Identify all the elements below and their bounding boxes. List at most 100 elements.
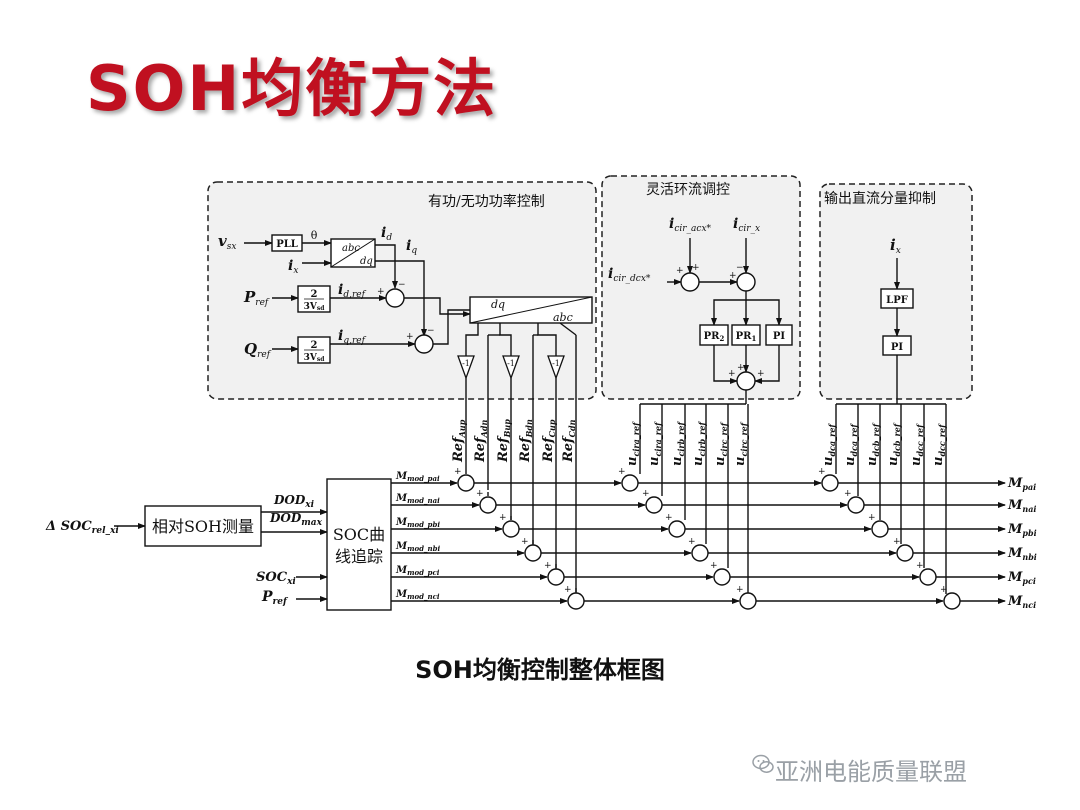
dod-max-label: DODmax bbox=[269, 511, 323, 528]
ucir-label-0: ucira_ref bbox=[625, 421, 641, 466]
watermark: 亚洲电能质量联盟 bbox=[775, 758, 967, 786]
sum-junction-ref-5 bbox=[567, 592, 585, 610]
svg-text:+: + bbox=[476, 489, 484, 499]
soc-xi-label: SOCxi bbox=[256, 570, 296, 587]
svg-text:PR2: PR2 bbox=[704, 331, 725, 343]
mod-label-5: Mmod_nci bbox=[395, 589, 440, 601]
svg-text:θ: θ bbox=[311, 229, 318, 242]
udc-label-5: udcc_ref bbox=[931, 423, 947, 466]
sum-junction-dc-5 bbox=[943, 592, 961, 610]
output-label-2: Mpbi bbox=[1007, 522, 1037, 538]
neg-gain-b bbox=[502, 355, 520, 380]
mod-label-3: Mmod_nbi bbox=[395, 541, 441, 553]
svg-text:−: − bbox=[398, 280, 406, 290]
ucir-label-group: ucira_refucira_refucirb_refucirb_refucir… bbox=[625, 421, 749, 466]
svg-text:+: + bbox=[757, 369, 765, 379]
svg-text:+: + bbox=[729, 271, 737, 281]
sum-junction-dc-3 bbox=[896, 544, 914, 562]
ref-label-0: RefAup bbox=[451, 419, 467, 463]
id-label: id bbox=[381, 225, 392, 243]
sum-junction-ref-1 bbox=[479, 496, 497, 514]
figure-caption: SOH均衡控制整体框图 bbox=[415, 656, 665, 684]
sum-junction-dc-1 bbox=[847, 496, 865, 514]
svg-text:+: + bbox=[844, 489, 852, 499]
sum-junction-ref-0 bbox=[457, 474, 475, 492]
udc-label-0: udca_ref bbox=[821, 423, 837, 466]
sum-junction-dc-2 bbox=[871, 520, 889, 538]
sum-junction-ref-3 bbox=[524, 544, 542, 562]
svg-text:+: + bbox=[737, 363, 745, 373]
svg-text:+: + bbox=[676, 266, 684, 276]
ref-lines bbox=[465, 322, 577, 594]
svg-text:PI: PI bbox=[773, 331, 786, 342]
output-label-0: Mpai bbox=[1007, 476, 1036, 492]
svg-text:+: + bbox=[728, 369, 736, 379]
svg-text:线追踪: 线追踪 bbox=[335, 547, 383, 566]
ucir-label-4: ucirc_ref bbox=[713, 421, 729, 466]
output-label-5: Mnci bbox=[1007, 594, 1036, 610]
ucir-label-5: ucirc_ref bbox=[733, 421, 749, 466]
pref-label: Pref bbox=[243, 288, 270, 308]
svg-text:+: + bbox=[521, 537, 529, 547]
ucir-label-2: ucirb_ref bbox=[670, 421, 686, 466]
sum-junction-dc-4 bbox=[919, 568, 937, 586]
svg-text:-1: -1 bbox=[552, 359, 560, 368]
svg-text:相对SOH测量: 相对SOH测量 bbox=[152, 517, 254, 536]
udc-label-1: udca_ref bbox=[843, 423, 859, 466]
neg-gain-a bbox=[457, 355, 475, 380]
svg-text:+: + bbox=[665, 513, 673, 523]
sum-junction-cir-1 bbox=[645, 496, 663, 514]
svg-text:+: + bbox=[692, 263, 700, 273]
dsoc-label: Δ SOCrel_xi bbox=[45, 519, 119, 536]
svg-text:abc: abc bbox=[553, 311, 573, 324]
svg-text:+: + bbox=[564, 585, 572, 595]
soc-tracking-block bbox=[326, 478, 392, 611]
svg-text:+: + bbox=[940, 585, 948, 595]
udc-lines bbox=[835, 355, 947, 594]
mod-row-1: Mmod_nai+++Mnai bbox=[391, 489, 1036, 514]
icir-x-label: icir_x bbox=[733, 216, 760, 234]
ref-label-1: RefAdn bbox=[473, 420, 489, 463]
ucir-lines bbox=[639, 390, 749, 594]
svg-text:+: + bbox=[406, 332, 414, 342]
sum-junction-cir-5 bbox=[739, 592, 757, 610]
gain-block-q bbox=[297, 336, 331, 364]
slide-title: SOH均衡方法 bbox=[86, 52, 498, 125]
ref-label-2: RefBup bbox=[496, 419, 512, 463]
udc-label-4: udcc_ref bbox=[909, 423, 925, 466]
sum-junction-cir-0 bbox=[621, 474, 639, 492]
sum-junction-q bbox=[414, 334, 434, 354]
sum-junction-ref-2 bbox=[502, 520, 520, 538]
svg-text:SOC曲: SOC曲 bbox=[333, 525, 385, 544]
svg-text:+: + bbox=[868, 513, 876, 523]
qref-label: Qref bbox=[244, 340, 272, 360]
mod-row-5: Mmod_nci + + + Mnci bbox=[391, 585, 1036, 610]
svg-text:+: + bbox=[377, 287, 385, 297]
svg-text:+: + bbox=[736, 585, 744, 595]
ref-label-5: RefCdn bbox=[561, 419, 577, 463]
iqref-label: iq,ref bbox=[338, 328, 367, 346]
output-label-4: Mpci bbox=[1007, 570, 1036, 586]
icir-dcx-label: icir_dcx* bbox=[608, 266, 651, 284]
mod-row-2: Mmod_pbi+++Mpbi bbox=[391, 513, 1037, 538]
pref-bottom-label: Pref bbox=[261, 589, 289, 607]
dod-xi-label: DODxi bbox=[273, 493, 315, 510]
sum-junction-cir-2 bbox=[668, 520, 686, 538]
section-dc-label: 输出直流分量抑制 bbox=[824, 190, 936, 207]
svg-text:2: 2 bbox=[311, 289, 318, 300]
sum-junction-ref-4 bbox=[547, 568, 565, 586]
svg-text:−: − bbox=[736, 263, 744, 273]
mod-label-2: Mmod_pbi bbox=[395, 517, 440, 529]
iq-label: iq bbox=[406, 238, 417, 256]
output-label-3: Mnbi bbox=[1007, 546, 1037, 562]
svg-text:-1: -1 bbox=[462, 359, 470, 368]
svg-text:PI: PI bbox=[891, 342, 904, 353]
svg-text:+: + bbox=[642, 489, 650, 499]
svg-text:3Vsd: 3Vsd bbox=[304, 353, 326, 363]
mod-label-4: Mmod_pci bbox=[395, 565, 440, 577]
svg-text:abc: abc bbox=[342, 243, 360, 254]
modulation-rows: Mmod_pai+++MpaiMmod_nai+++MnaiMmod_pbi++… bbox=[391, 467, 1037, 610]
svg-text:+: + bbox=[544, 561, 552, 571]
svg-text:-1: -1 bbox=[507, 359, 515, 368]
